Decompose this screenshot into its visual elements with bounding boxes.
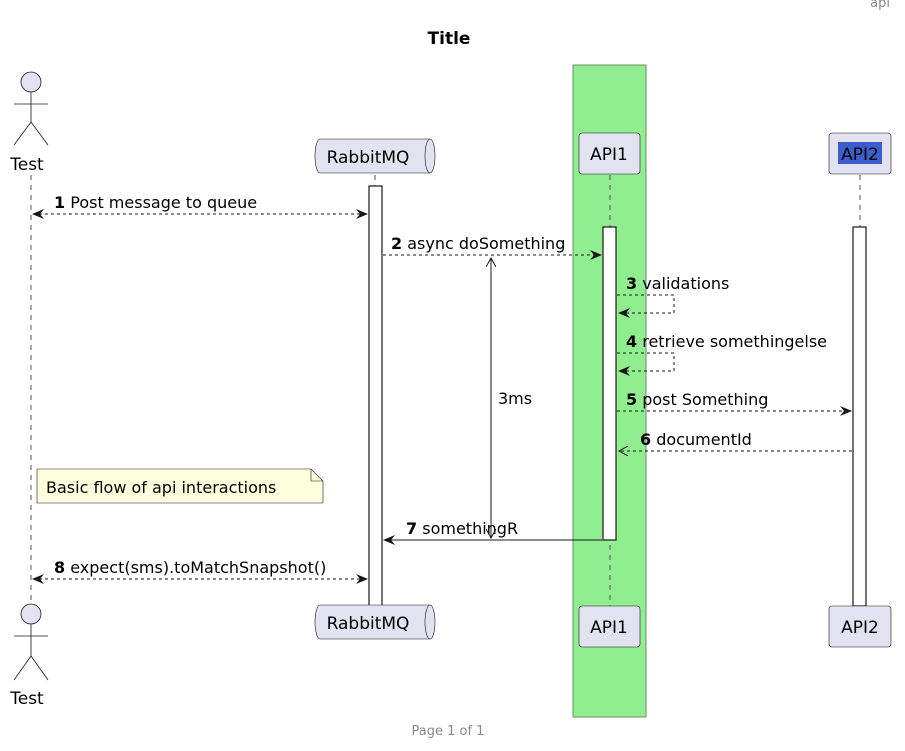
duration-label: 3ms — [498, 389, 532, 408]
api2-label: API2 — [841, 618, 879, 638]
rabbitmq-label: RabbitMQ — [327, 614, 410, 634]
api1-label: API1 — [590, 618, 628, 638]
message-7-label: 7 somethingR — [406, 519, 518, 538]
queue-rabbitmq-top: RabbitMQ — [314, 138, 436, 174]
participant-api1-bottom: API1 — [578, 605, 641, 648]
rabbitmq-activation — [368, 185, 383, 607]
rabbitmq-label: RabbitMQ — [327, 148, 410, 168]
participant-api2-bottom: API2 — [828, 605, 892, 648]
actor-test-top: Test — [9, 71, 49, 175]
queue-rabbitmq-bottom: RabbitMQ — [314, 604, 436, 640]
message-3-label: 3 validations — [626, 274, 729, 293]
message-2-label: 2 async doSomething — [391, 234, 565, 253]
api2-activation — [852, 226, 867, 607]
api1-label: API1 — [590, 145, 628, 165]
actor-head-icon — [20, 71, 42, 93]
message-4-arrow — [617, 352, 675, 376]
message-8-label: 8 expect(sms).toMatchSnapshot() — [54, 558, 326, 577]
page-footer: Page 1 of 1 — [412, 724, 485, 739]
participant-box — [578, 605, 641, 648]
message-6-label: 6 documentId — [640, 430, 752, 449]
message-5-label: 5 post Something — [626, 390, 768, 409]
label-highlight — [838, 142, 882, 164]
note-text: Basic flow of api interactions — [46, 478, 276, 497]
participant-box — [828, 605, 892, 648]
actor-test-label: Test — [9, 689, 44, 709]
message-1-label: 1 Post message to queue — [54, 193, 257, 212]
participant-api2-top: API2 — [828, 132, 892, 175]
actor-test-bottom: Test — [9, 603, 49, 709]
message-3-arrow — [617, 294, 675, 318]
diagram-title: Title — [428, 29, 471, 49]
api1-activation — [602, 226, 617, 541]
header-right-label: api — [870, 0, 890, 11]
actor-test-label: Test — [9, 155, 44, 175]
api2-label: API2 — [841, 145, 879, 165]
participant-api1-top: API1 — [578, 132, 641, 175]
note: Basic flow of api interactions — [36, 468, 324, 504]
actor-head-icon — [20, 603, 42, 625]
message-4-label: 4 retrieve somethingelse — [626, 332, 827, 351]
participant-box — [578, 132, 641, 175]
